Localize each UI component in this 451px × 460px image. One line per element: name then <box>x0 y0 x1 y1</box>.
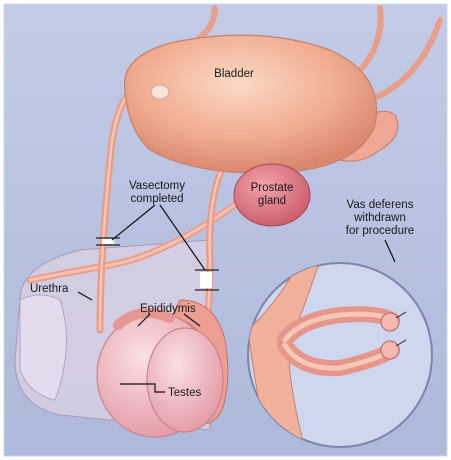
inset-magnified-view <box>248 260 432 450</box>
bladder <box>125 35 377 173</box>
label-prostate-line1: Prostate <box>251 182 294 194</box>
label-vasectomy-line2: completed <box>130 193 183 205</box>
label-prostate-line2: gland <box>258 195 286 207</box>
label-urethra: Urethra <box>30 283 69 295</box>
label-vas-line2: withdrawn <box>353 212 406 224</box>
label-epididymis: Epididymis <box>140 303 196 315</box>
label-vas-line1: Vas deferens <box>347 199 414 211</box>
label-bladder: Bladder <box>214 68 254 80</box>
testis-right <box>147 328 223 432</box>
label-vas-line3: for procedure <box>346 225 414 237</box>
label-testes: Testes <box>168 387 201 399</box>
label-vasectomy-line1: Vasectomy <box>129 180 185 192</box>
